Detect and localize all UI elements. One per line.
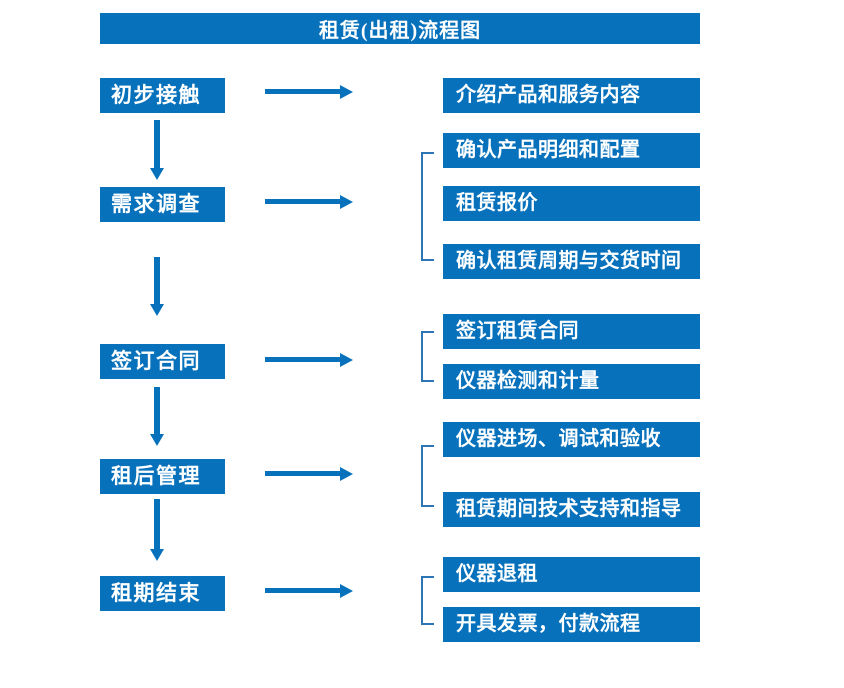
- detail-instrument-testing-measurement: 仪器检测和计量: [443, 364, 700, 399]
- step-sign-contract: 签订合同: [100, 344, 225, 379]
- step-initial-contact: 初步接触: [100, 78, 225, 113]
- step-demand-survey: 需求调查: [100, 187, 225, 222]
- title-bar: 租赁(出租)流程图: [100, 13, 700, 44]
- down-arrow-icon: [150, 120, 164, 180]
- group-bracket: [421, 152, 434, 261]
- detail-confirm-product-details-config: 确认产品明细和配置: [443, 133, 700, 168]
- step-rental-period-end: 租期结束: [100, 576, 225, 611]
- group-bracket: [421, 331, 434, 382]
- right-arrow-icon: [265, 195, 353, 209]
- down-arrow-icon: [150, 387, 164, 446]
- group-bracket: [421, 576, 434, 625]
- down-arrow-icon: [150, 257, 164, 316]
- detail-introduce-products-services: 介绍产品和服务内容: [443, 78, 700, 113]
- down-arrow-icon: [150, 499, 164, 561]
- detail-invoice-payment-process: 开具发票，付款流程: [443, 607, 700, 642]
- right-arrow-icon: [265, 584, 353, 598]
- step-post-rental-management: 租后管理: [100, 459, 225, 494]
- detail-sign-rental-contract: 签订租赁合同: [443, 314, 700, 349]
- detail-confirm-rental-period-delivery: 确认租赁周期与交货时间: [443, 244, 700, 279]
- right-arrow-icon: [265, 85, 353, 99]
- page-title: 租赁(出租)流程图: [318, 20, 482, 42]
- detail-rental-technical-support: 租赁期间技术支持和指导: [443, 492, 700, 527]
- right-arrow-icon: [265, 353, 353, 367]
- group-bracket: [421, 445, 434, 507]
- detail-instrument-return: 仪器退租: [443, 557, 700, 592]
- detail-rental-quotation: 租赁报价: [443, 186, 700, 221]
- detail-instrument-entry-debug-acceptance: 仪器进场、调试和验收: [443, 422, 700, 457]
- right-arrow-icon: [265, 467, 353, 481]
